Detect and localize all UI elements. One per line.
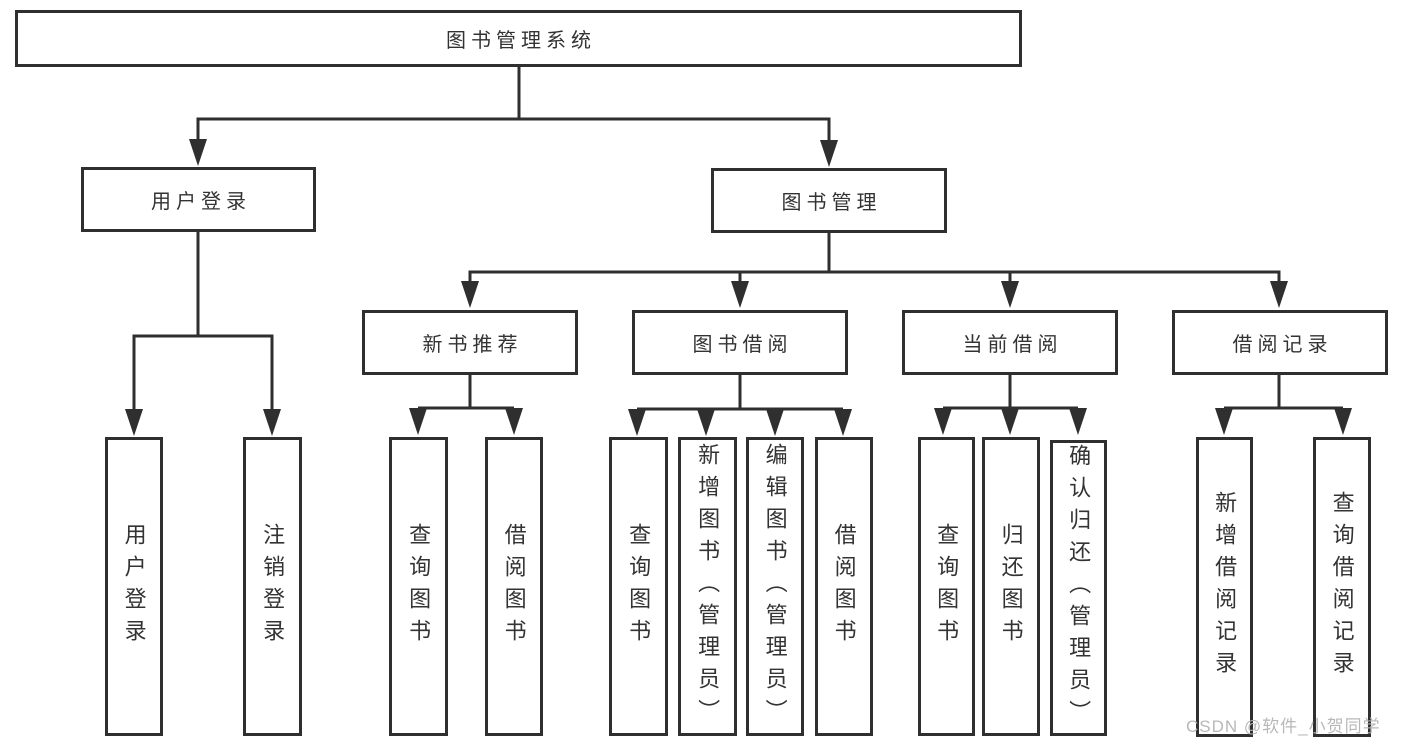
- node-user-login: 用户登录: [81, 167, 316, 232]
- arrow-down-icon: [1069, 408, 1087, 435]
- node-borrow-record-label: 借阅记录: [1232, 334, 1333, 356]
- node-nb-query-label: 查询图书: [406, 522, 432, 651]
- node-cb-query: 查询图书: [918, 437, 975, 736]
- node-br-query: 查询借阅记录: [1313, 437, 1371, 737]
- node-book-mgmt-label: 图书管理: [781, 192, 882, 214]
- arrow-down-icon: [934, 408, 952, 435]
- connector-borrow-record: [1224, 375, 1343, 410]
- connector-book-mgmt: [468, 233, 1281, 283]
- node-br-add: 新增借阅记录: [1196, 437, 1253, 737]
- node-nb-borrow-label: 借阅图书: [501, 522, 527, 651]
- node-bb-edit-label: 编辑图书（管理员）: [762, 442, 788, 731]
- node-user-login-leaf-label: 用户登录: [121, 522, 147, 651]
- connector-book-borrow: [637, 375, 843, 411]
- connector-user-login: [132, 232, 274, 410]
- arrowheads: [125, 139, 1352, 436]
- node-book-borrow: 图书借阅: [632, 310, 848, 375]
- node-nb-query: 查询图书: [389, 437, 448, 736]
- node-cb-return-label: 归还图书: [998, 522, 1024, 651]
- node-user-login-leaf: 用户登录: [105, 437, 163, 736]
- node-book-borrow-label: 图书借阅: [692, 334, 793, 356]
- arrow-down-icon: [1215, 408, 1233, 435]
- node-bb-borrow-label: 借阅图书: [831, 522, 857, 651]
- node-root-label: 图书管理系统: [446, 30, 596, 52]
- arrow-down-icon: [628, 409, 646, 436]
- node-new-book-rec: 新书推荐: [362, 310, 578, 375]
- connector-current-borrow: [943, 375, 1078, 410]
- arrow-down-icon: [1001, 408, 1019, 435]
- arrow-down-icon: [505, 408, 523, 435]
- csdn-watermark: CSDN @软件_小贺同学: [1186, 717, 1381, 736]
- arrow-down-icon: [1334, 408, 1352, 435]
- node-book-mgmt: 图书管理: [711, 168, 947, 233]
- node-new-book-rec-label: 新书推荐: [422, 334, 523, 356]
- arrow-down-icon: [731, 281, 749, 308]
- node-br-add-label: 新增借阅记录: [1212, 491, 1238, 683]
- arrow-down-icon: [820, 140, 838, 167]
- node-cb-query-label: 查询图书: [934, 522, 960, 651]
- node-bb-query: 查询图书: [609, 437, 668, 736]
- arrow-down-icon: [766, 409, 784, 436]
- connector-new-book: [418, 375, 514, 410]
- arrow-down-icon: [189, 139, 207, 166]
- node-cb-confirm-label: 确认归还（管理员）: [1066, 444, 1092, 732]
- node-root: 图书管理系统: [15, 10, 1022, 67]
- node-logout-leaf: 注销登录: [243, 437, 302, 736]
- arrow-down-icon: [263, 409, 281, 436]
- arrow-down-icon: [125, 409, 143, 436]
- node-br-query-label: 查询借阅记录: [1329, 491, 1355, 683]
- arrow-down-icon: [409, 408, 427, 435]
- node-bb-add-label: 新增图书（管理员）: [695, 442, 721, 731]
- node-bb-query-label: 查询图书: [626, 522, 652, 651]
- connector-root: [196, 67, 831, 140]
- node-bb-edit: 编辑图书（管理员）: [746, 437, 804, 736]
- node-cb-confirm: 确认归还（管理员）: [1050, 440, 1107, 736]
- arrow-down-icon: [697, 409, 715, 436]
- node-bb-borrow: 借阅图书: [815, 437, 873, 736]
- node-current-borrow-label: 当前借阅: [962, 334, 1063, 356]
- connector-lines: [132, 67, 1343, 411]
- node-logout-leaf-label: 注销登录: [260, 522, 286, 651]
- node-user-login-label: 用户登录: [151, 191, 251, 213]
- node-current-borrow: 当前借阅: [902, 310, 1118, 375]
- node-bb-add: 新增图书（管理员）: [678, 437, 737, 736]
- arrow-down-icon: [1001, 281, 1019, 308]
- node-cb-return: 归还图书: [982, 437, 1040, 736]
- arrow-down-icon: [461, 281, 479, 308]
- arrow-down-icon: [834, 409, 852, 436]
- node-borrow-record: 借阅记录: [1172, 310, 1388, 375]
- node-nb-borrow: 借阅图书: [485, 437, 543, 736]
- arrow-down-icon: [1270, 281, 1288, 308]
